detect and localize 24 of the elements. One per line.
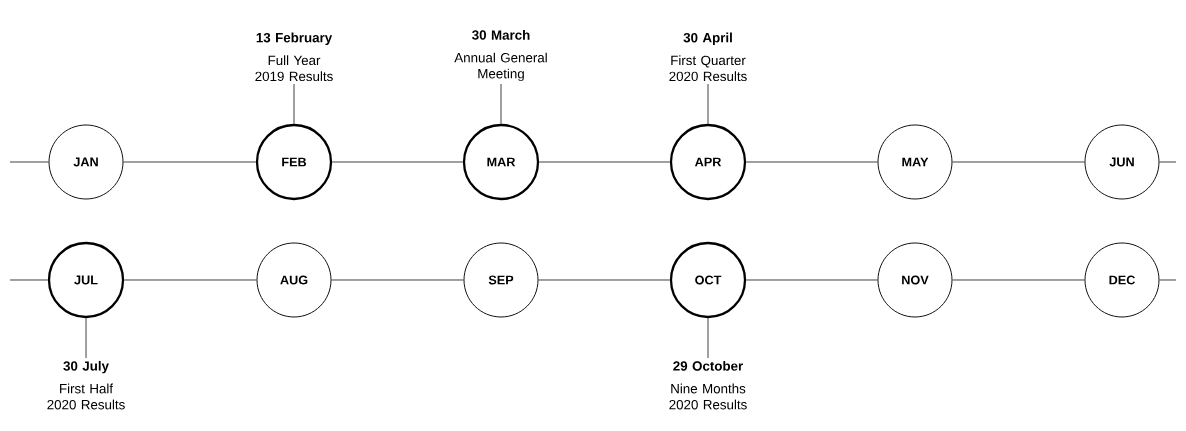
- timeline-line: [9, 161, 49, 163]
- timeline-line: [331, 279, 464, 281]
- leader-line: [85, 317, 87, 359]
- event-label: 30 July First Half 2020 Results: [47, 360, 125, 410]
- timeline-line: [538, 279, 671, 281]
- timeline-line: [123, 279, 257, 281]
- timeline-line: [1159, 279, 1177, 281]
- timeline-line: [538, 161, 671, 163]
- timeline-line: [952, 279, 1085, 281]
- timeline-line: [331, 161, 464, 163]
- timeline-line: [745, 279, 878, 281]
- timeline-line: [9, 279, 49, 281]
- timeline-line: [952, 161, 1085, 163]
- event-label: 29 October Nine Months 2020 Results: [669, 360, 747, 410]
- event-label: 13 February Full Year 2019 Results: [255, 32, 333, 82]
- leader-line: [707, 83, 709, 125]
- leader-line: [500, 83, 502, 125]
- event-label: 30 April First Quarter 2020 Results: [669, 32, 747, 82]
- timeline-line: [123, 161, 257, 163]
- event-label: 30 March Annual General Meeting: [454, 29, 547, 82]
- leader-line: [293, 83, 295, 125]
- leader-line: [707, 317, 709, 359]
- timeline-line: [745, 161, 878, 163]
- timeline-line: [1159, 161, 1177, 163]
